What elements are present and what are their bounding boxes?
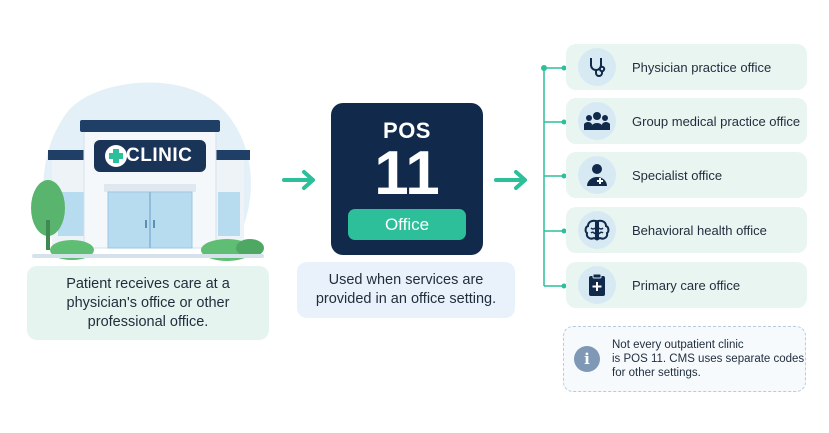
note-line: Not every outpatient clinic: [612, 339, 744, 351]
arrow-right-icon: [282, 170, 315, 190]
list-item-primary-care: Primary care office: [566, 262, 807, 308]
clipboard-medical-icon: [578, 266, 616, 304]
list-connector-lines: [541, 65, 566, 289]
list-item-label: Physician practice office: [632, 59, 772, 75]
clinic-building-illustration: [31, 82, 264, 261]
specialist-doctor-icon: [578, 156, 616, 194]
clinic-sign-text: CLINIC: [126, 145, 193, 166]
list-item-specialist: Specialist office: [566, 152, 807, 198]
note-box: i Not every outpatient clinic is POS 11.…: [563, 326, 806, 392]
list-item-behavioral-health: Behavioral health office: [566, 207, 807, 253]
list-item-physician-practice: Physician practice office: [566, 44, 807, 90]
stethoscope-icon: [578, 48, 616, 86]
pos-caption: Used when services are provided in an of…: [297, 262, 515, 318]
pos-code-card: POS 11 Office: [331, 103, 483, 255]
brain-icon: [578, 211, 616, 249]
pos-code-number: 11: [374, 139, 440, 208]
info-icon: i: [574, 346, 600, 372]
group-people-icon: [578, 102, 616, 140]
note-line: is POS 11. CMS uses separate codes: [612, 353, 805, 365]
note-text: Not every outpatient clinic is POS 11. C…: [612, 338, 804, 380]
arrow-right-icon: [494, 170, 527, 190]
list-item-label: Specialist office: [632, 167, 723, 183]
list-item-label: Behavioral health office: [632, 222, 767, 238]
list-item-group-practice: Group medical practice office: [566, 98, 807, 144]
pos-label: POS: [383, 118, 431, 143]
list-item-label: Group medical practice office: [632, 113, 801, 129]
list-item-label: Primary care office: [632, 277, 741, 293]
note-line: for other settings.: [612, 367, 701, 379]
patient-caption: Patient receives care at a physician's o…: [27, 266, 269, 340]
office-pill-badge: Office: [348, 209, 466, 240]
